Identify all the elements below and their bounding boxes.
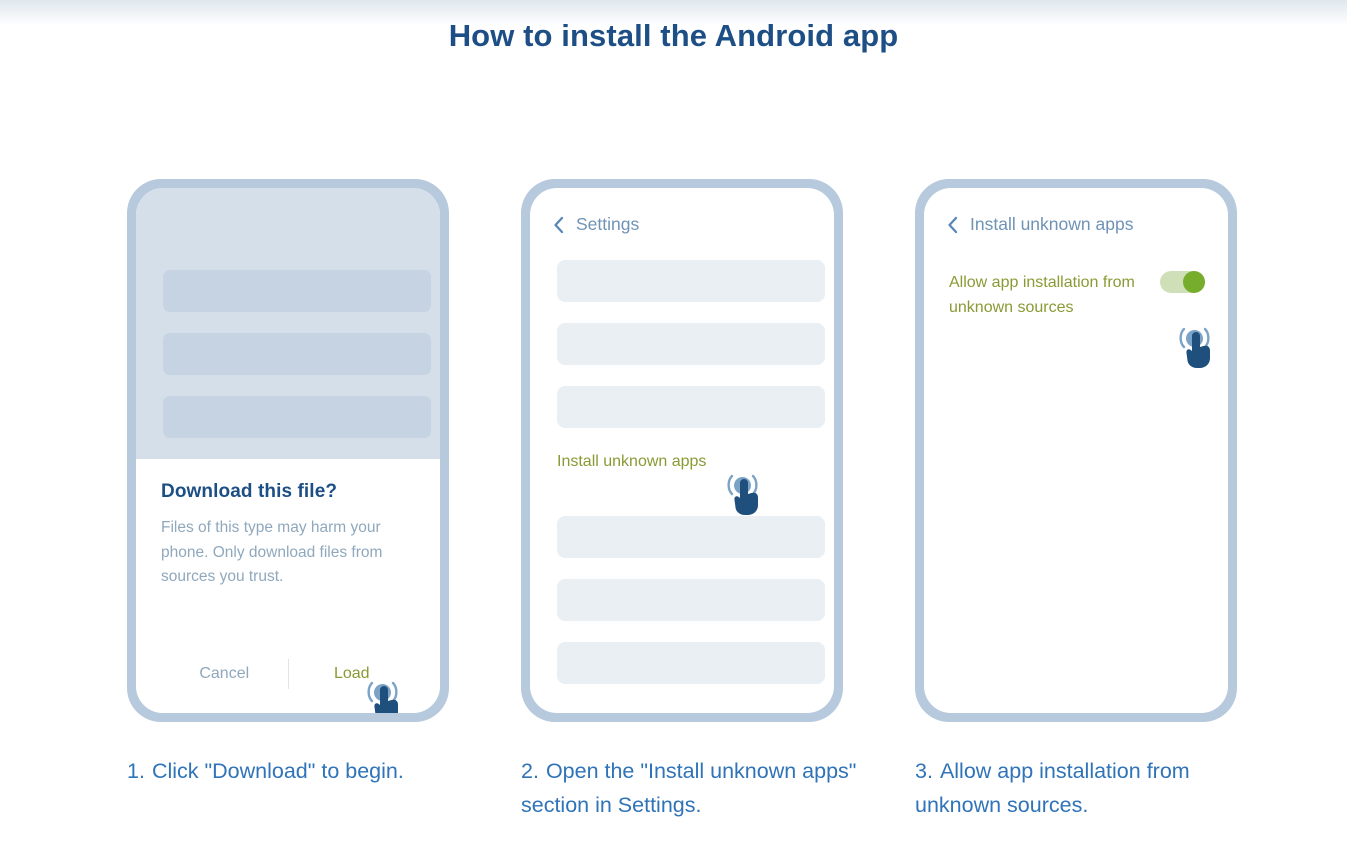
step-caption-text: Open the "Install unknown apps" section … [521,759,857,817]
install-unknown-apps-header: Install unknown apps [946,214,1133,235]
step-2: Settings Install unknown apps [521,179,915,817]
step-caption-2: 2.Open the "Install unknown apps" sectio… [521,754,871,822]
cancel-button[interactable]: Cancel [199,665,250,682]
dialog-title: Download this file? [161,481,338,502]
phone-screen-1: Download this file? Files of this type m… [136,188,440,713]
placeholder-row[interactable] [557,642,825,684]
step-3: Install unknown apps Allow app installat… [915,179,1309,817]
install-unknown-apps-row[interactable]: Install unknown apps [557,453,707,470]
chevron-left-icon[interactable] [946,216,959,234]
step-number: 2. [521,759,539,783]
dimmed-background-overlay [136,188,440,459]
step-caption-text: Allow app installation from unknown sour… [915,759,1190,817]
placeholder-row [163,396,431,438]
step-caption-3: 3.Allow app installation from unknown so… [915,754,1215,822]
step-caption-text: Click "Download" to begin. [151,759,404,783]
phone-screen-2: Settings Install unknown apps [530,188,834,713]
toggle-knob [1183,271,1205,293]
dialog-body-text: Files of this type may harm your phone. … [161,519,383,585]
phone-mockup-1: Download this file? Files of this type m… [127,179,449,722]
screen-header-title: Settings [576,214,640,234]
step-caption-1: 1.Click "Download" to begin. [127,754,497,788]
download-dialog: Download this file? Files of this type m… [136,459,440,713]
placeholder-row[interactable] [557,323,825,365]
step-1: Download this file? Files of this type m… [127,179,521,783]
tap-gesture-icon [360,677,408,713]
placeholder-row[interactable] [557,386,825,428]
phone-mockup-3: Install unknown apps Allow app installat… [915,179,1237,722]
tap-gesture-icon [720,470,768,518]
placeholder-row[interactable] [557,260,825,302]
settings-header: Settings [552,214,639,235]
phone-screen-3: Install unknown apps Allow app installat… [924,188,1228,713]
phone-mockup-2: Settings Install unknown apps [521,179,843,722]
screen-header-title: Install unknown apps [970,214,1134,234]
chevron-left-icon[interactable] [552,216,565,234]
page-title: How to install the Android app [448,18,899,53]
allow-unknown-sources-label: Allow app installation from unknown sour… [949,274,1135,316]
placeholder-row[interactable] [557,579,825,621]
allow-unknown-sources-toggle[interactable] [1160,271,1205,293]
dialog-action-divider [287,659,289,689]
tap-gesture-icon [1172,323,1220,371]
placeholder-row[interactable] [557,516,825,558]
step-number: 1. [127,759,145,783]
load-button[interactable]: Load [333,665,370,682]
placeholder-row [163,333,431,375]
step-number: 3. [915,759,933,783]
placeholder-row [163,270,431,312]
steps-container: Download this file? Files of this type m… [0,179,1347,817]
dialog-actions: Cancel Load [161,659,415,689]
